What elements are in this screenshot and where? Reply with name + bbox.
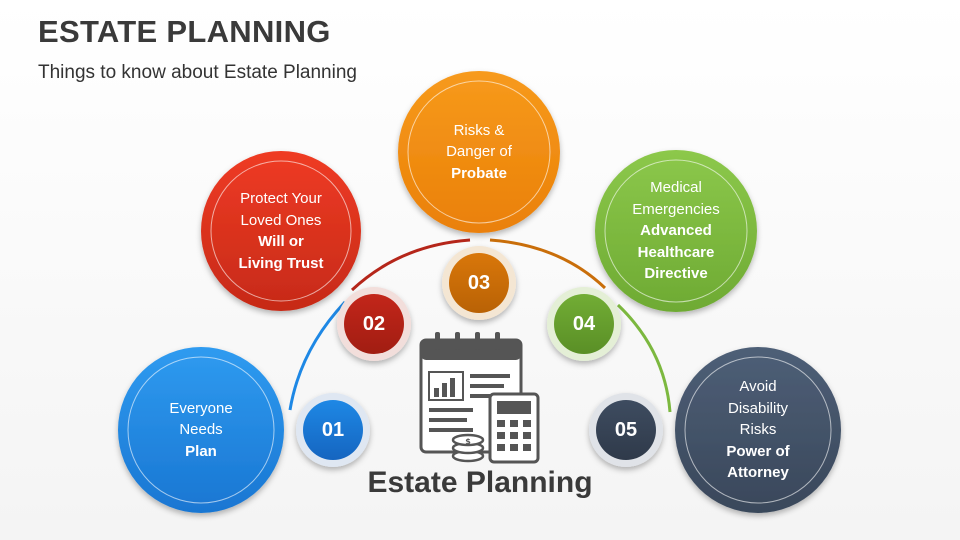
- page-title: ESTATE PLANNING: [38, 14, 331, 49]
- item-03-number: 03: [467, 271, 491, 294]
- connector-03-04: [489, 238, 607, 290]
- calendar-calculator-icon: $: [419, 332, 540, 464]
- item-05-text: Avoid Disability Risks Power of Attorney: [726, 378, 790, 482]
- item-01-text: Everyone Needs Plan: [169, 399, 233, 460]
- item-01-circle: [118, 347, 284, 513]
- item-02-number: 02: [362, 312, 386, 335]
- item-02-circle: [201, 151, 361, 311]
- item-04-number: 04: [572, 312, 596, 335]
- item-05-number: 05: [614, 418, 638, 441]
- item-01-number: 01: [321, 418, 345, 441]
- item-02-text: Protect Your Loved Ones Will or Living T…: [238, 190, 324, 272]
- item-03-text: Risks & Danger of Probate: [446, 121, 512, 182]
- connector-01-02: [288, 300, 347, 411]
- svg-text:$: $: [465, 437, 471, 446]
- item-05-number-circle: [589, 393, 663, 467]
- connector-02-03: [350, 238, 471, 292]
- center-label: Estate Planning: [367, 466, 593, 499]
- page-subtitle: Things to know about Estate Planning: [38, 62, 357, 83]
- item-04-circle: [595, 150, 757, 312]
- item-04-text: Medical Emergencies Advanced Healthcare …: [632, 179, 720, 283]
- item-04-number-circle: [547, 287, 621, 361]
- connector-04-05: [616, 303, 672, 413]
- item-02-number-circle: [337, 287, 411, 361]
- item-03-circle: [398, 71, 560, 233]
- item-03-number-circle: [442, 246, 516, 320]
- item-05-circle: [675, 347, 841, 513]
- item-01-number-circle: [296, 393, 370, 467]
